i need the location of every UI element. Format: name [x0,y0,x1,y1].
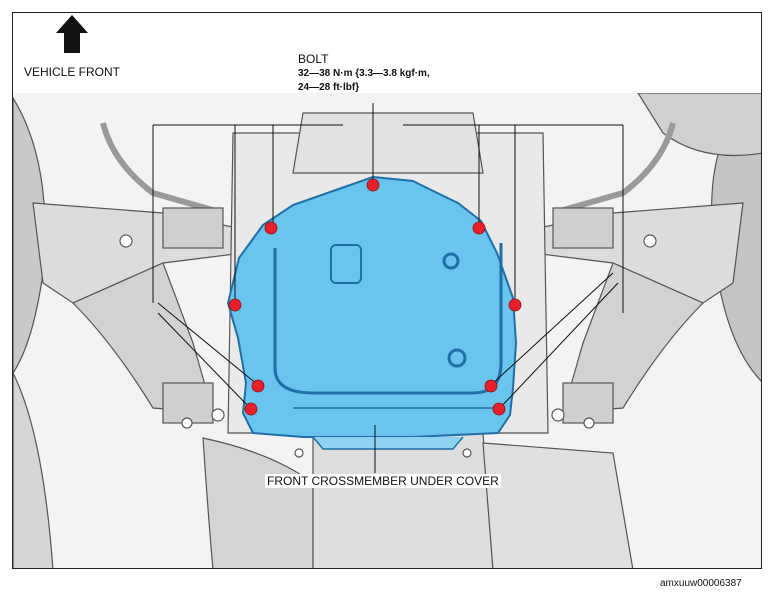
bolt-marker [264,221,278,235]
up-arrow-icon [56,15,88,53]
bolt-marker [508,298,522,312]
bolt-marker [244,402,258,416]
diagram-frame: VEHICLE FRONT BOLT 32—38 N·m {3.3—3.8 kg… [12,12,762,569]
chassis-structure [13,92,761,568]
vehicle-front-label: VEHICLE FRONT [24,65,121,79]
label-band [13,13,761,93]
bolt-marker [251,379,265,393]
bolt-marker [228,298,242,312]
bolt-torque-line1: 32—38 N·m {3.3—3.8 kgf·m, [298,68,430,79]
bolt-title: BOLT [298,52,329,66]
part-name-label: FRONT CROSSMEMBER UNDER COVER [265,474,501,488]
undercarriage-illustration [13,13,761,568]
leader-lines [152,103,624,473]
bolt-marker [366,178,380,192]
bolt-torque-line2: 24—28 ft·lbf} [298,82,360,93]
crossmember-under-cover [226,175,518,450]
bolt-markers [228,178,522,416]
bolt-marker [472,221,486,235]
bolt-marker [484,379,498,393]
bolt-marker [492,402,506,416]
figure-id: amxuuw00006387 [660,578,742,589]
